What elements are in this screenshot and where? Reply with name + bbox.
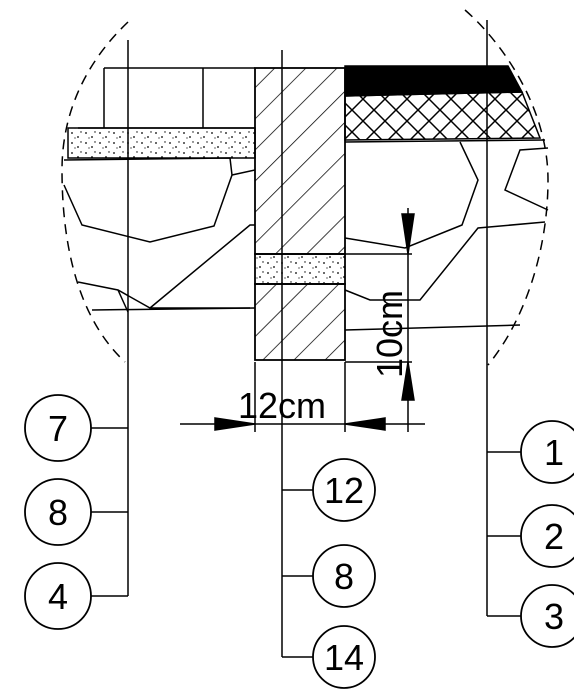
rubble-stone-right	[344, 139, 549, 331]
new-wall-column	[254, 67, 346, 361]
width-dimension	[180, 362, 425, 432]
callout-left-3: 4	[48, 576, 68, 617]
callout-left-1: 7	[48, 408, 68, 449]
leader-lines	[91, 20, 522, 658]
callouts-left: 7 8 4	[24, 394, 92, 630]
height-dimension	[345, 208, 415, 432]
existing-brick-courses	[78, 67, 255, 129]
callouts-right: 1 2 3	[520, 420, 574, 648]
callout-right-3: 3	[544, 596, 564, 637]
callout-right-1: 1	[544, 432, 564, 473]
mortar-layer-left	[67, 127, 256, 159]
callout-center-3: 14	[324, 637, 364, 678]
callout-center-2: 8	[334, 556, 354, 597]
detail-boundary-circle	[61, 9, 549, 366]
callout-right-2: 2	[544, 516, 564, 557]
width-dimension-label: 12cm	[238, 385, 326, 426]
callouts-center: 12 8 14	[312, 458, 376, 689]
callout-center-1: 12	[324, 470, 364, 511]
height-dimension-label: 10cm	[369, 290, 410, 378]
rubble-stone-left	[63, 157, 256, 313]
callout-left-2: 8	[48, 492, 68, 533]
waterproof-layer	[344, 65, 524, 97]
insulation-layer	[344, 91, 542, 141]
